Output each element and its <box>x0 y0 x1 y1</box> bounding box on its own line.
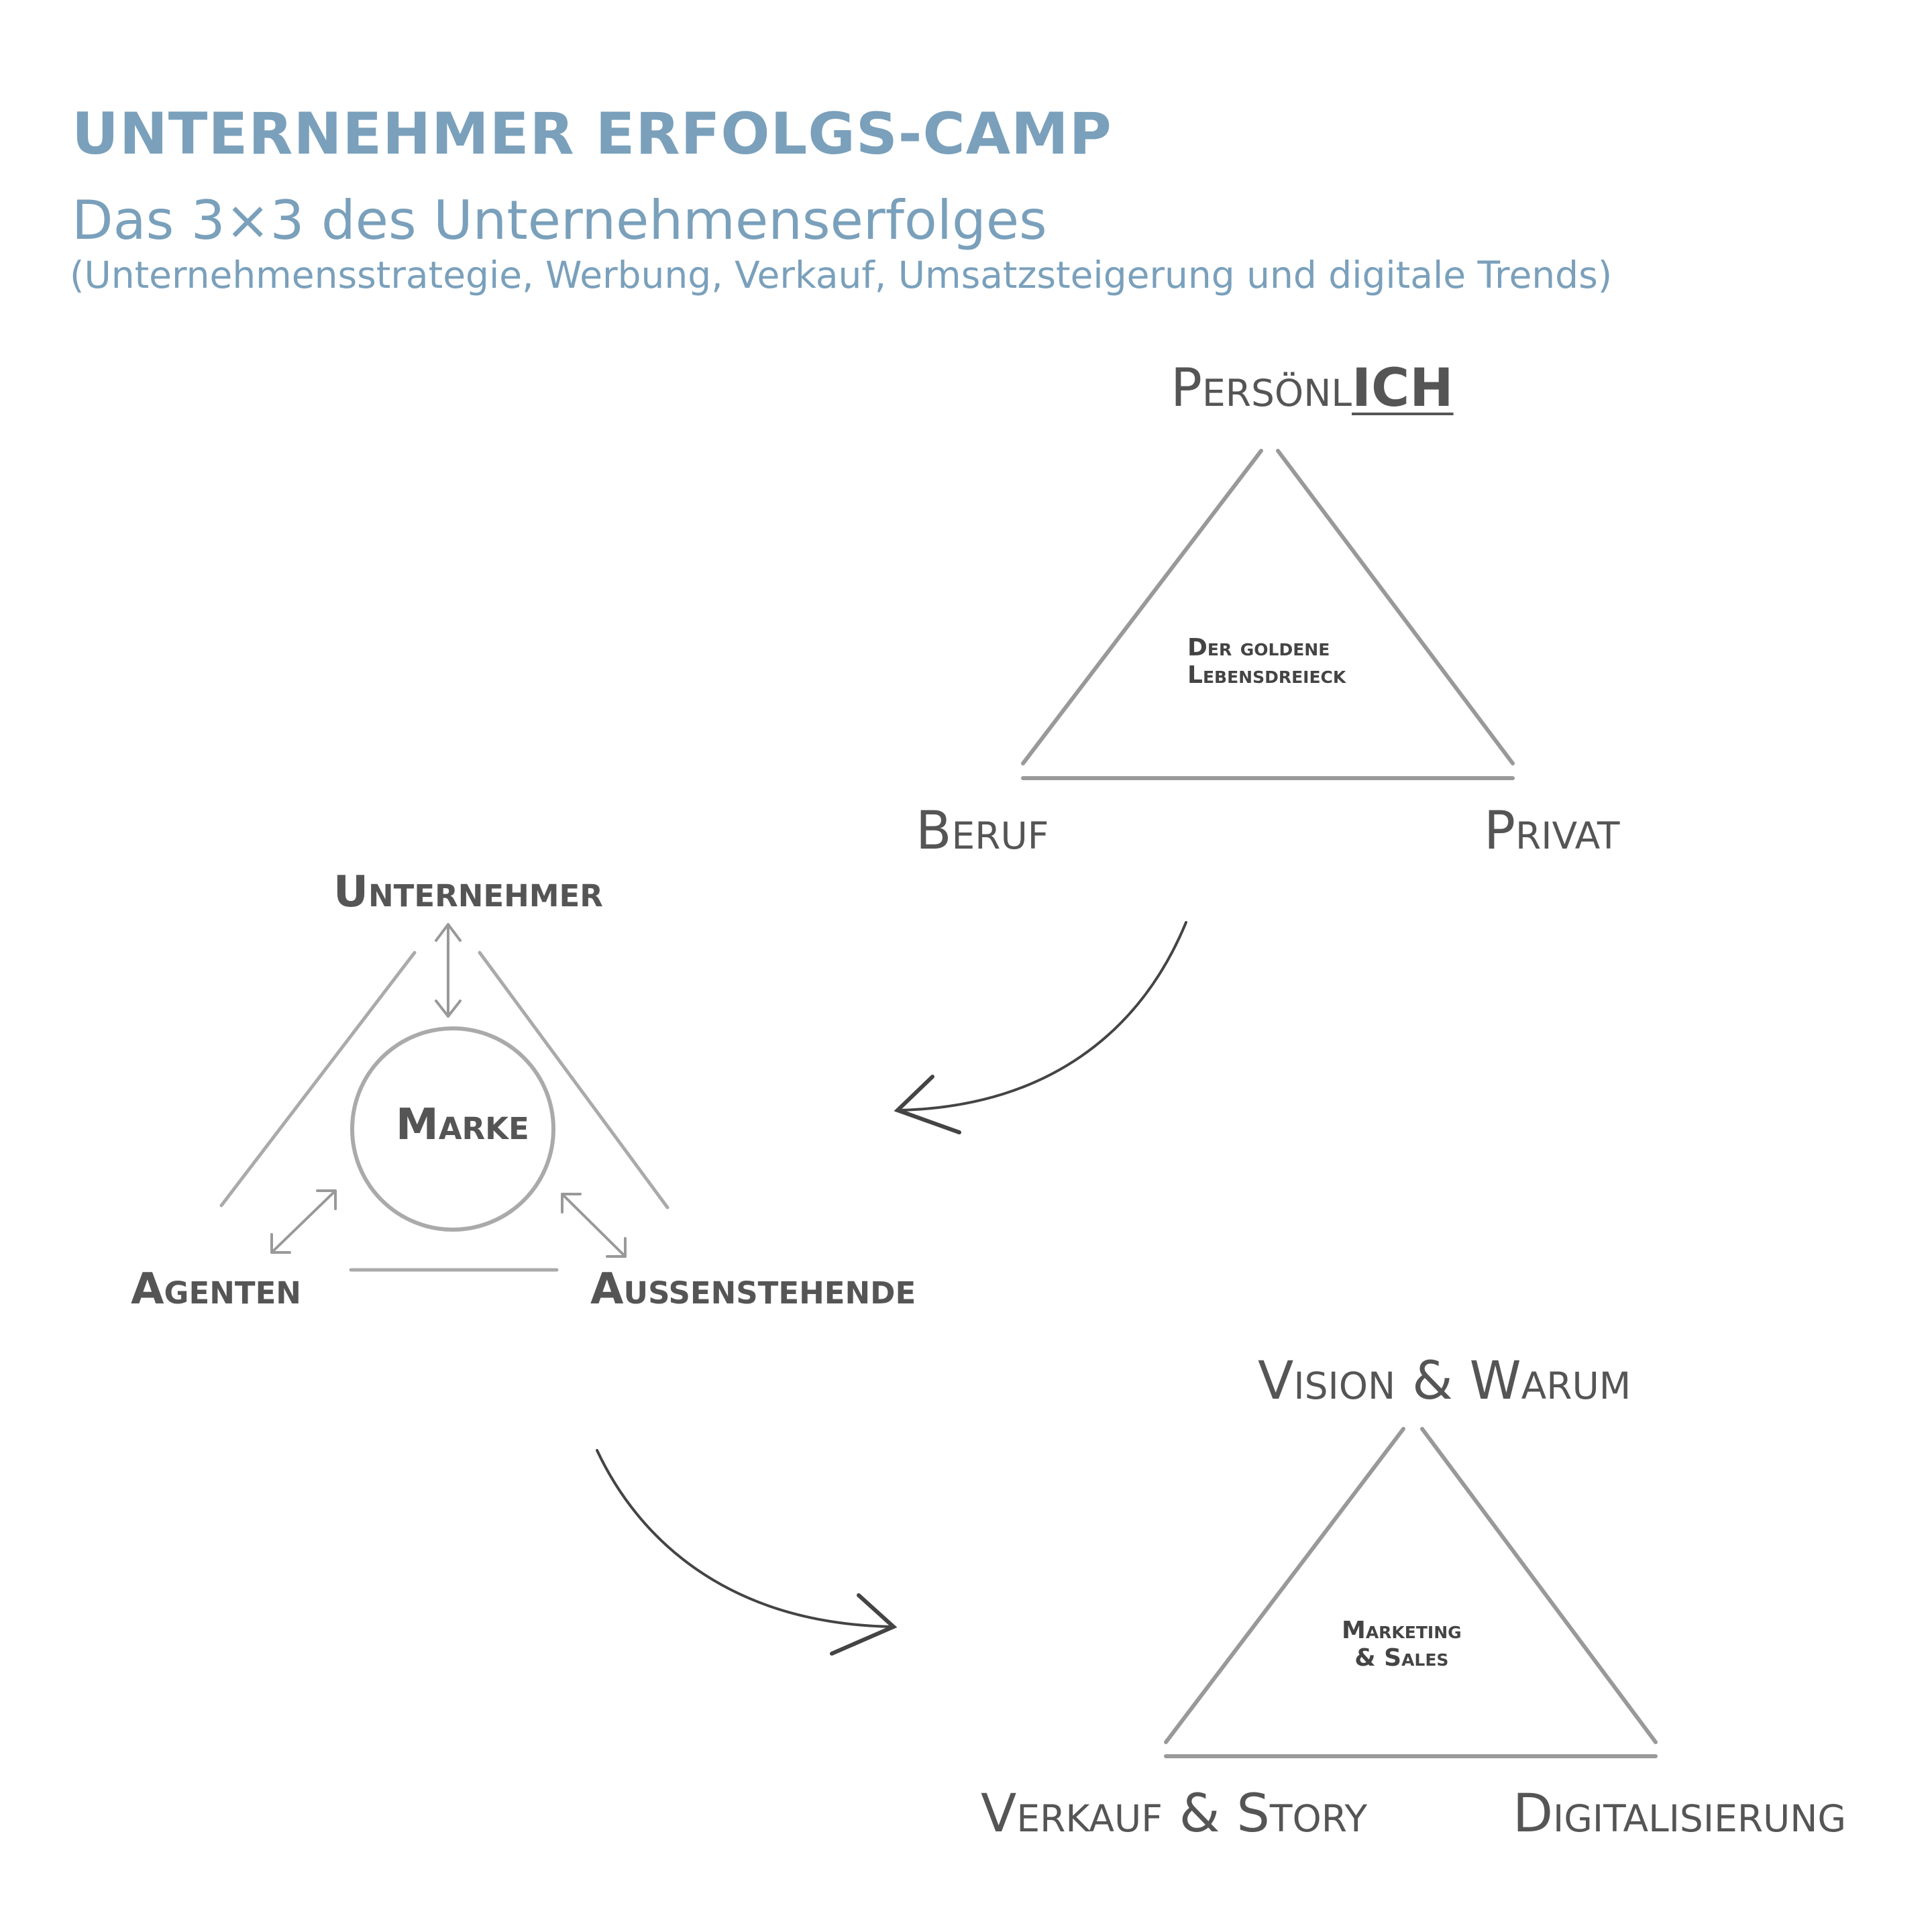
brand-circle <box>350 1026 555 1232</box>
marketing-top-label: Vision & Warum <box>1258 1351 1631 1411</box>
arrow-curve <box>596 1449 894 1628</box>
arrow-head <box>894 1075 961 1134</box>
life-triangle-left-edge <box>1021 449 1263 765</box>
marketing-triangle <box>1164 1427 1658 1758</box>
brand-center-label: Marke <box>396 1100 529 1150</box>
life-top-label: PersönlICH <box>1171 362 1454 415</box>
double-arrow-left-head-a <box>270 1233 291 1254</box>
page-subtitle-detail: (Unternehmensstrategie, Werbung, Verkauf… <box>70 254 1613 297</box>
marketing-center-line2: & Sales <box>1354 1644 1449 1672</box>
page-subtitle: Das 3×3 des Unternehmenserfolges <box>72 189 1047 252</box>
brand-double-arrows <box>270 923 627 1258</box>
life-center-line1: Der goldene <box>1187 634 1330 661</box>
marketing-left-label: Verkauf & Story <box>981 1784 1368 1844</box>
marketing-triangle-right-edge <box>1420 1427 1658 1744</box>
double-arrow-right-head-b <box>606 1237 627 1258</box>
arrow-curve <box>898 921 1187 1112</box>
double-arrow-top-head-a <box>435 923 462 942</box>
page-title: UNTERNEHMER ERFOLGS-CAMP <box>72 101 1112 168</box>
double-arrow-left <box>270 1189 337 1254</box>
life-center-label: Der goldene Lebensdreieck <box>1187 634 1346 690</box>
marketing-center-line1: Marketing <box>1342 1617 1462 1644</box>
brand-triangle <box>219 951 669 1272</box>
life-triangle-right-edge <box>1276 449 1515 765</box>
brand-left-label: Agenten <box>131 1265 301 1314</box>
brand-top-label: Unternehmer <box>333 867 603 917</box>
life-top-prefix: Persönl <box>1171 358 1352 419</box>
life-left-label: Beruf <box>916 801 1049 861</box>
arrow-head <box>830 1593 898 1656</box>
marketing-right-label: Digitalisierung <box>1513 1784 1847 1844</box>
double-arrow-right <box>561 1193 627 1258</box>
double-arrow-right-head-a <box>561 1193 582 1214</box>
life-center-line2: Lebensdreieck <box>1187 661 1346 690</box>
marketing-center-label: Marketing & Sales <box>1342 1617 1462 1672</box>
marketing-triangle-left-edge <box>1164 1427 1405 1744</box>
life-right-label: Privat <box>1484 801 1620 861</box>
double-arrow-left-head-b <box>316 1189 337 1210</box>
double-arrow-top-head-b <box>435 1000 462 1018</box>
brand-triangle-left-edge <box>219 951 417 1208</box>
life-top-emphasis: ICH <box>1352 358 1454 419</box>
brand-right-label: Außenstehende <box>590 1265 916 1314</box>
arrow-brand-to-marketing <box>596 1449 898 1656</box>
life-triangle <box>1021 449 1515 780</box>
arrow-life-to-brand <box>894 921 1187 1134</box>
brand-triangle-right-edge <box>478 951 669 1210</box>
